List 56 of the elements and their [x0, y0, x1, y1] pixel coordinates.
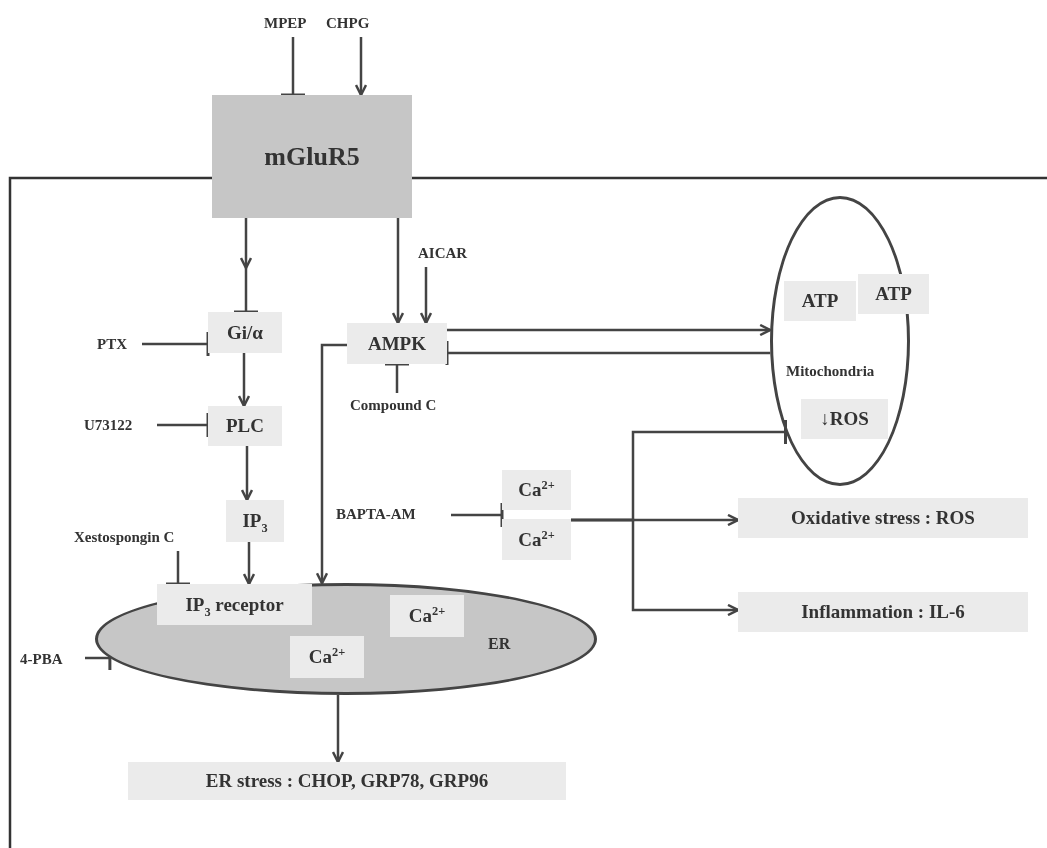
- molecule-label: Ca$^{2+}$: [518, 528, 555, 551]
- molecule-box: [738, 498, 1028, 538]
- arrow: [240, 446, 254, 502]
- molecule-box: [226, 500, 284, 542]
- molecule-label: Inflammation : IL-6: [801, 601, 965, 623]
- arrow: [447, 323, 772, 337]
- arrow: [419, 267, 433, 325]
- organelle-label: ER: [488, 635, 511, 653]
- organelle-label: Mitochondria: [786, 363, 875, 380]
- agent-label: 4-PBA: [20, 650, 82, 670]
- inhibition-line: [142, 330, 210, 358]
- molecule-label: ER stress : CHOP, GRP78, GRP96: [205, 770, 489, 792]
- molecule-label: Ca$^{2+}$: [308, 646, 346, 668]
- molecule-label: AMPK: [367, 332, 426, 355]
- molecule-box: [128, 762, 566, 800]
- arrow: [331, 694, 345, 764]
- molecule-label: Ca$^{2+}$: [408, 605, 446, 627]
- molecule-label: IP$_{3}$ receptor: [185, 593, 284, 616]
- molecule-label: Oxidative stress : ROS: [791, 507, 975, 529]
- molecule-box: [208, 406, 282, 446]
- inhibition-line: [451, 501, 504, 529]
- agent-label: PTX: [97, 335, 139, 355]
- molecule-label: ATP: [875, 283, 912, 305]
- molecule-box: [390, 595, 464, 637]
- molecule-label: IP$_{3}$: [242, 510, 268, 532]
- inhibition-line: [234, 218, 258, 312]
- molecule-label: ↓ROS: [820, 408, 869, 430]
- molecule-label: mGluR5: [264, 141, 360, 172]
- agent-label: BAPTA-AM: [336, 505, 448, 525]
- agent-label: CHPG: [326, 14, 388, 34]
- arrow: [237, 353, 251, 408]
- molecule-box: [208, 312, 282, 353]
- molecule-label: Ca$^{2+}$: [518, 479, 555, 501]
- agent-label: Compound C: [350, 396, 472, 416]
- molecule-box: [502, 519, 571, 560]
- agent-label: AICAR: [418, 244, 488, 264]
- molecule-box: [801, 399, 888, 439]
- agent-label: MPEP: [264, 14, 324, 34]
- molecule-box: [290, 636, 364, 678]
- inhibition-line: [157, 411, 210, 439]
- molecule-box: [858, 274, 929, 314]
- arrow: [571, 518, 740, 617]
- arrow: [391, 218, 405, 325]
- molecule-box: [738, 592, 1028, 632]
- agent-label: Xestospongin C: [74, 528, 220, 548]
- arrow: [354, 37, 368, 97]
- molecule-label: ATP: [801, 290, 839, 312]
- molecule-label: Gi/α: [227, 321, 263, 344]
- molecule-label: PLC: [226, 415, 264, 437]
- inhibition-line: [383, 362, 411, 393]
- molecule-box: [502, 470, 571, 510]
- arrow: [315, 343, 347, 585]
- inhibition-line: [279, 37, 307, 97]
- molecule-box: [347, 323, 447, 364]
- molecule-box: [212, 95, 412, 218]
- agent-label: U73122: [84, 416, 154, 436]
